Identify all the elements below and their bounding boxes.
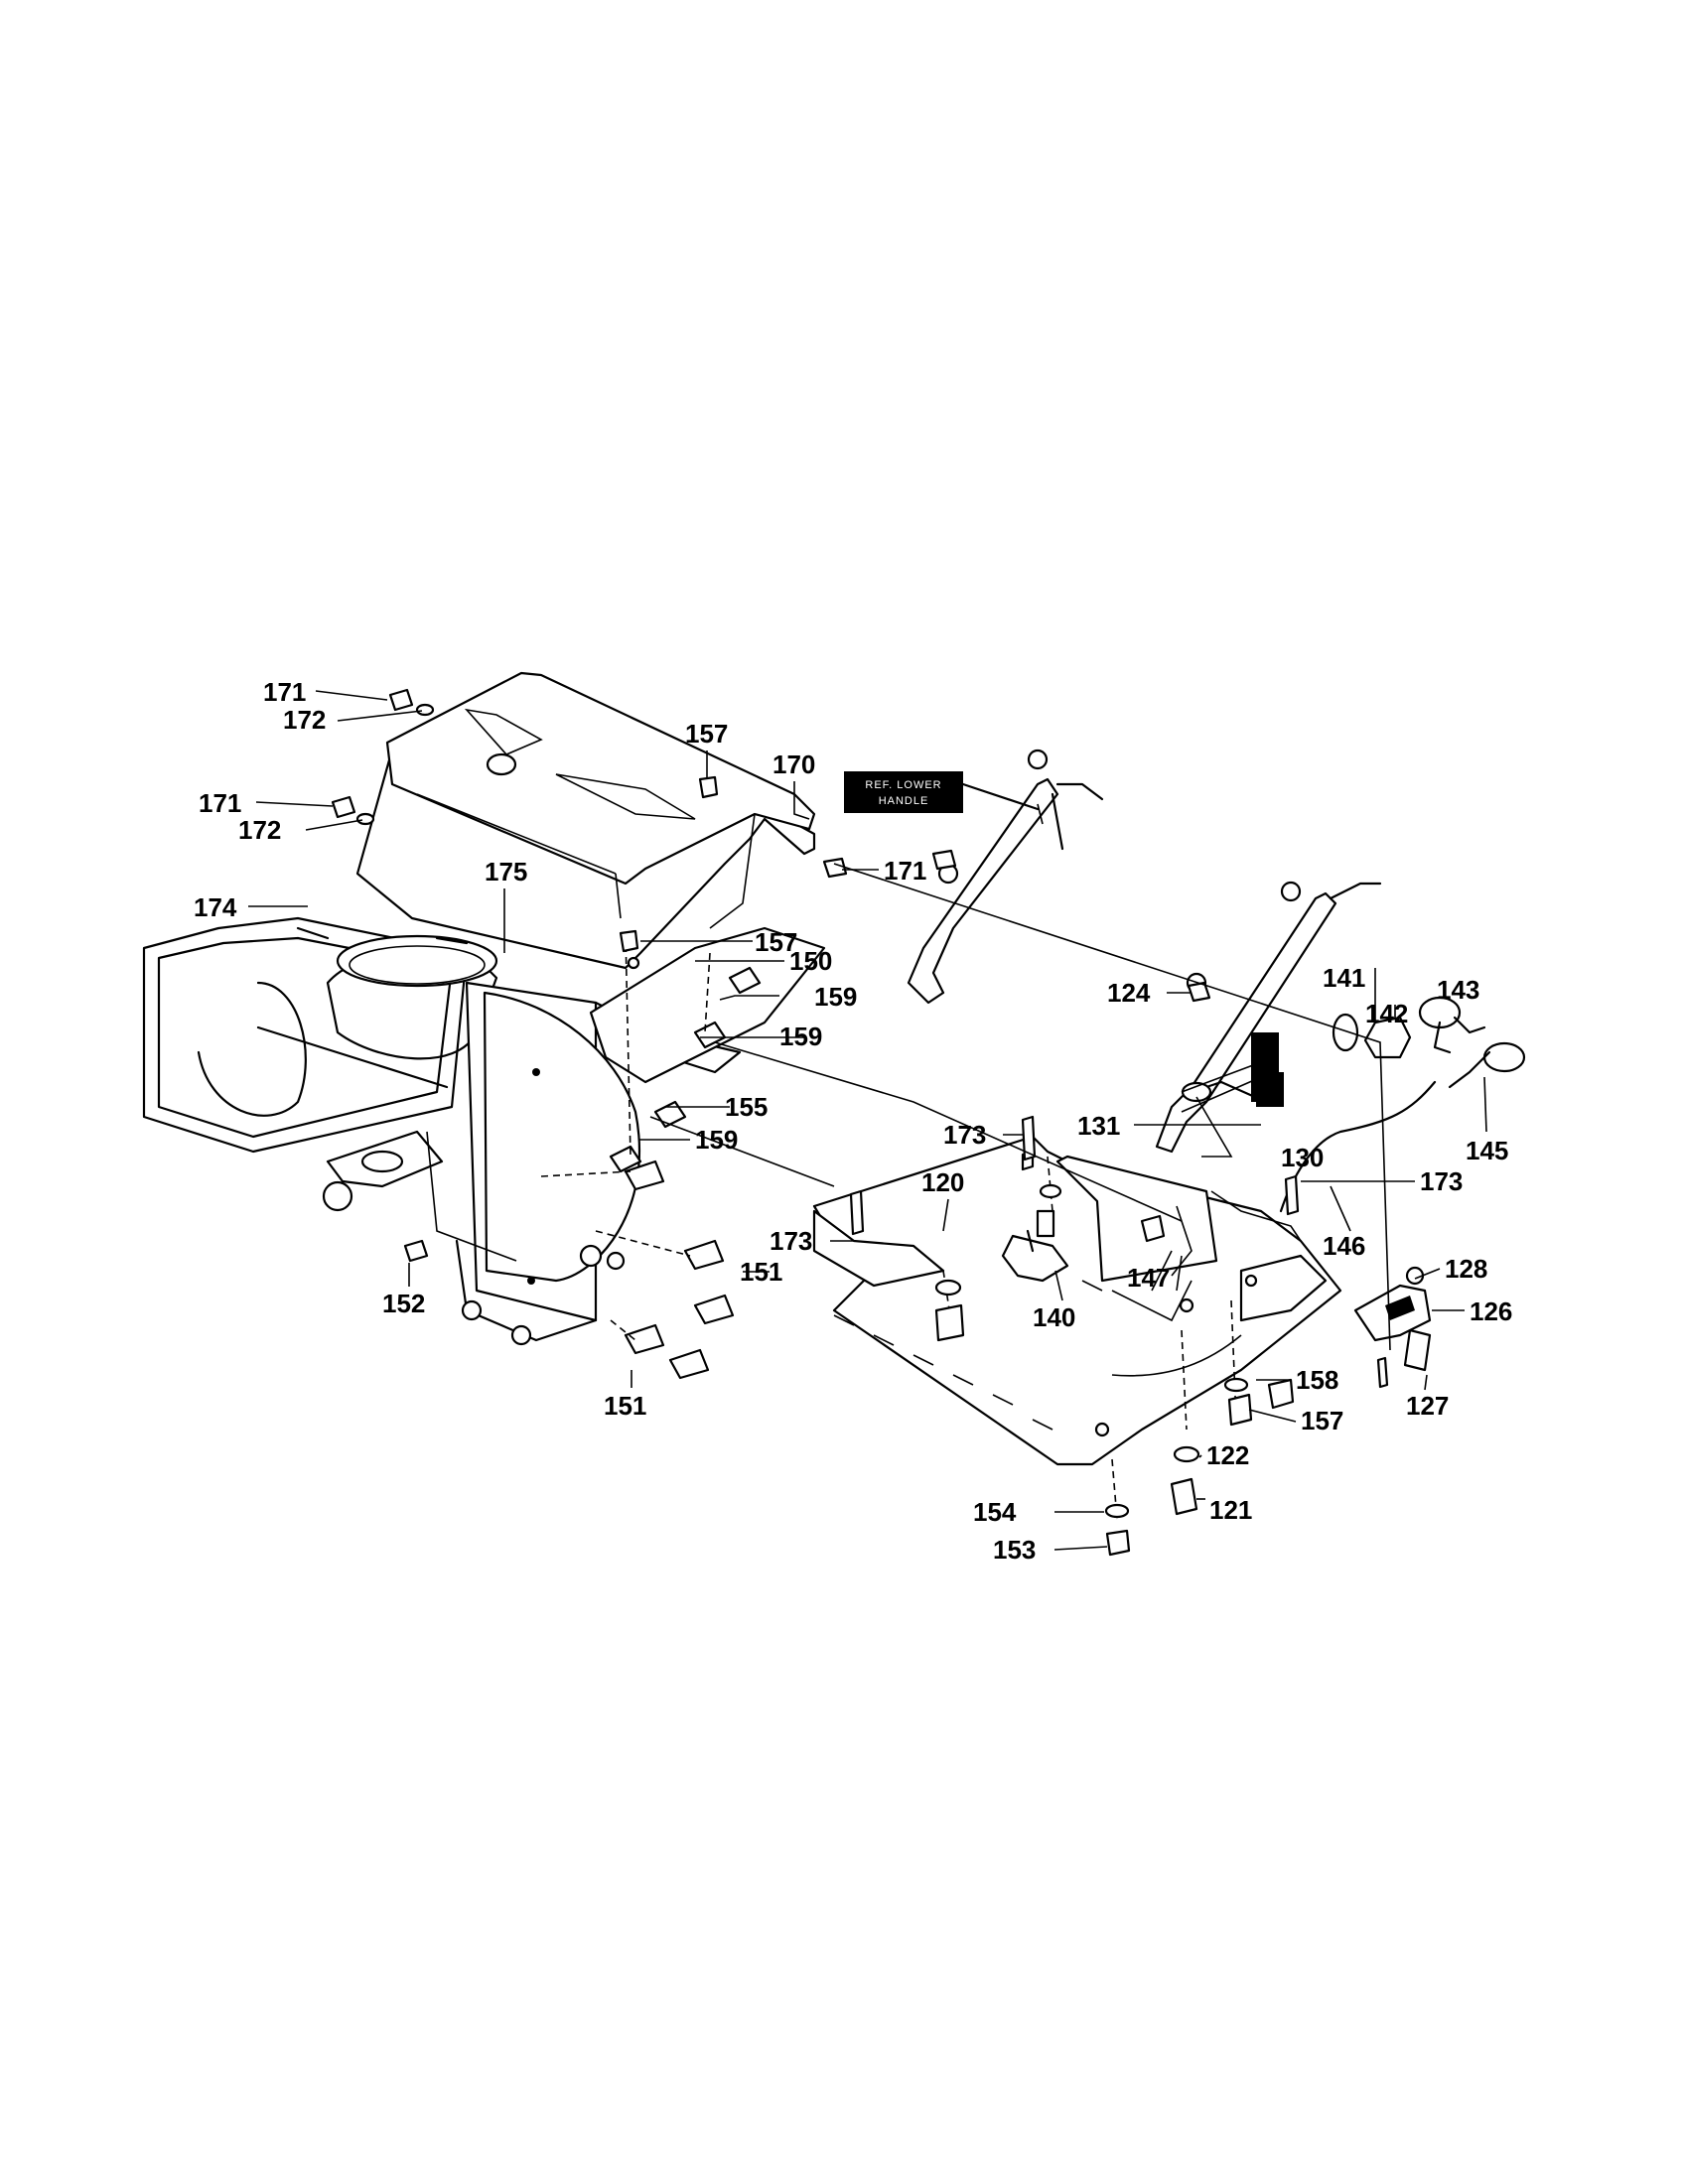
label-174: 174 bbox=[194, 892, 237, 922]
ref-lower-handle-callout: REF. LOWER HANDLE bbox=[844, 771, 1040, 813]
ignition-parts bbox=[1181, 996, 1526, 1107]
label-147: 147 bbox=[1127, 1263, 1170, 1293]
label-146: 146 bbox=[1323, 1231, 1365, 1261]
label-127: 127 bbox=[1406, 1391, 1449, 1421]
switch-140 bbox=[1001, 1209, 1069, 1283]
auger-housing bbox=[142, 916, 742, 1346]
label-153: 153 bbox=[993, 1535, 1036, 1565]
alignment-lines bbox=[649, 863, 1391, 1351]
bracket-126 bbox=[1353, 1266, 1432, 1372]
label-142: 142 bbox=[1365, 999, 1408, 1028]
hardware bbox=[331, 688, 1389, 1557]
label-172-top: 172 bbox=[283, 705, 326, 735]
label-157-bottom: 157 bbox=[1301, 1406, 1343, 1435]
housing-cover bbox=[355, 671, 816, 970]
label-173-left: 173 bbox=[770, 1226, 812, 1256]
label-173-right: 173 bbox=[1420, 1166, 1463, 1196]
label-121: 121 bbox=[1209, 1495, 1252, 1525]
label-171-right: 171 bbox=[884, 856, 926, 886]
label-170: 170 bbox=[772, 750, 815, 779]
label-171-top: 171 bbox=[263, 677, 306, 707]
label-140: 140 bbox=[1033, 1302, 1075, 1332]
label-172-mid: 172 bbox=[238, 815, 281, 845]
label-173-top: 173 bbox=[943, 1120, 986, 1150]
label-150: 150 bbox=[789, 946, 832, 976]
label-151-right: 151 bbox=[740, 1257, 782, 1287]
callout-line1: REF. LOWER bbox=[865, 779, 941, 791]
left-handle bbox=[907, 749, 1104, 1005]
label-159-a: 159 bbox=[814, 982, 857, 1012]
part-labels: 171 172 171 172 157 170 171 174 175 157 … bbox=[194, 677, 1512, 1565]
label-157-mid: 157 bbox=[755, 927, 797, 957]
label-159-c: 159 bbox=[695, 1125, 738, 1155]
label-158: 158 bbox=[1296, 1365, 1338, 1395]
label-159-b: 159 bbox=[779, 1022, 822, 1051]
chute-bracket bbox=[589, 926, 826, 1173]
label-151-bottom: 151 bbox=[604, 1391, 646, 1421]
label-141: 141 bbox=[1323, 963, 1365, 993]
label-143: 143 bbox=[1437, 975, 1479, 1005]
label-126: 126 bbox=[1470, 1297, 1512, 1326]
label-157-top: 157 bbox=[685, 719, 728, 749]
label-171-mid: 171 bbox=[199, 788, 241, 818]
label-131: 131 bbox=[1077, 1111, 1120, 1141]
label-122: 122 bbox=[1206, 1440, 1249, 1470]
label-120: 120 bbox=[921, 1167, 964, 1197]
label-154: 154 bbox=[973, 1497, 1017, 1527]
label-130: 130 bbox=[1281, 1143, 1324, 1172]
callout-line2: HANDLE bbox=[879, 795, 929, 807]
leader-lines bbox=[248, 690, 1487, 1551]
label-124: 124 bbox=[1107, 978, 1151, 1008]
label-175: 175 bbox=[485, 857, 527, 887]
label-155: 155 bbox=[725, 1092, 768, 1122]
control-panel-plate bbox=[812, 1135, 1342, 1520]
label-152: 152 bbox=[382, 1289, 425, 1318]
label-145: 145 bbox=[1466, 1136, 1508, 1165]
label-128: 128 bbox=[1445, 1254, 1487, 1284]
